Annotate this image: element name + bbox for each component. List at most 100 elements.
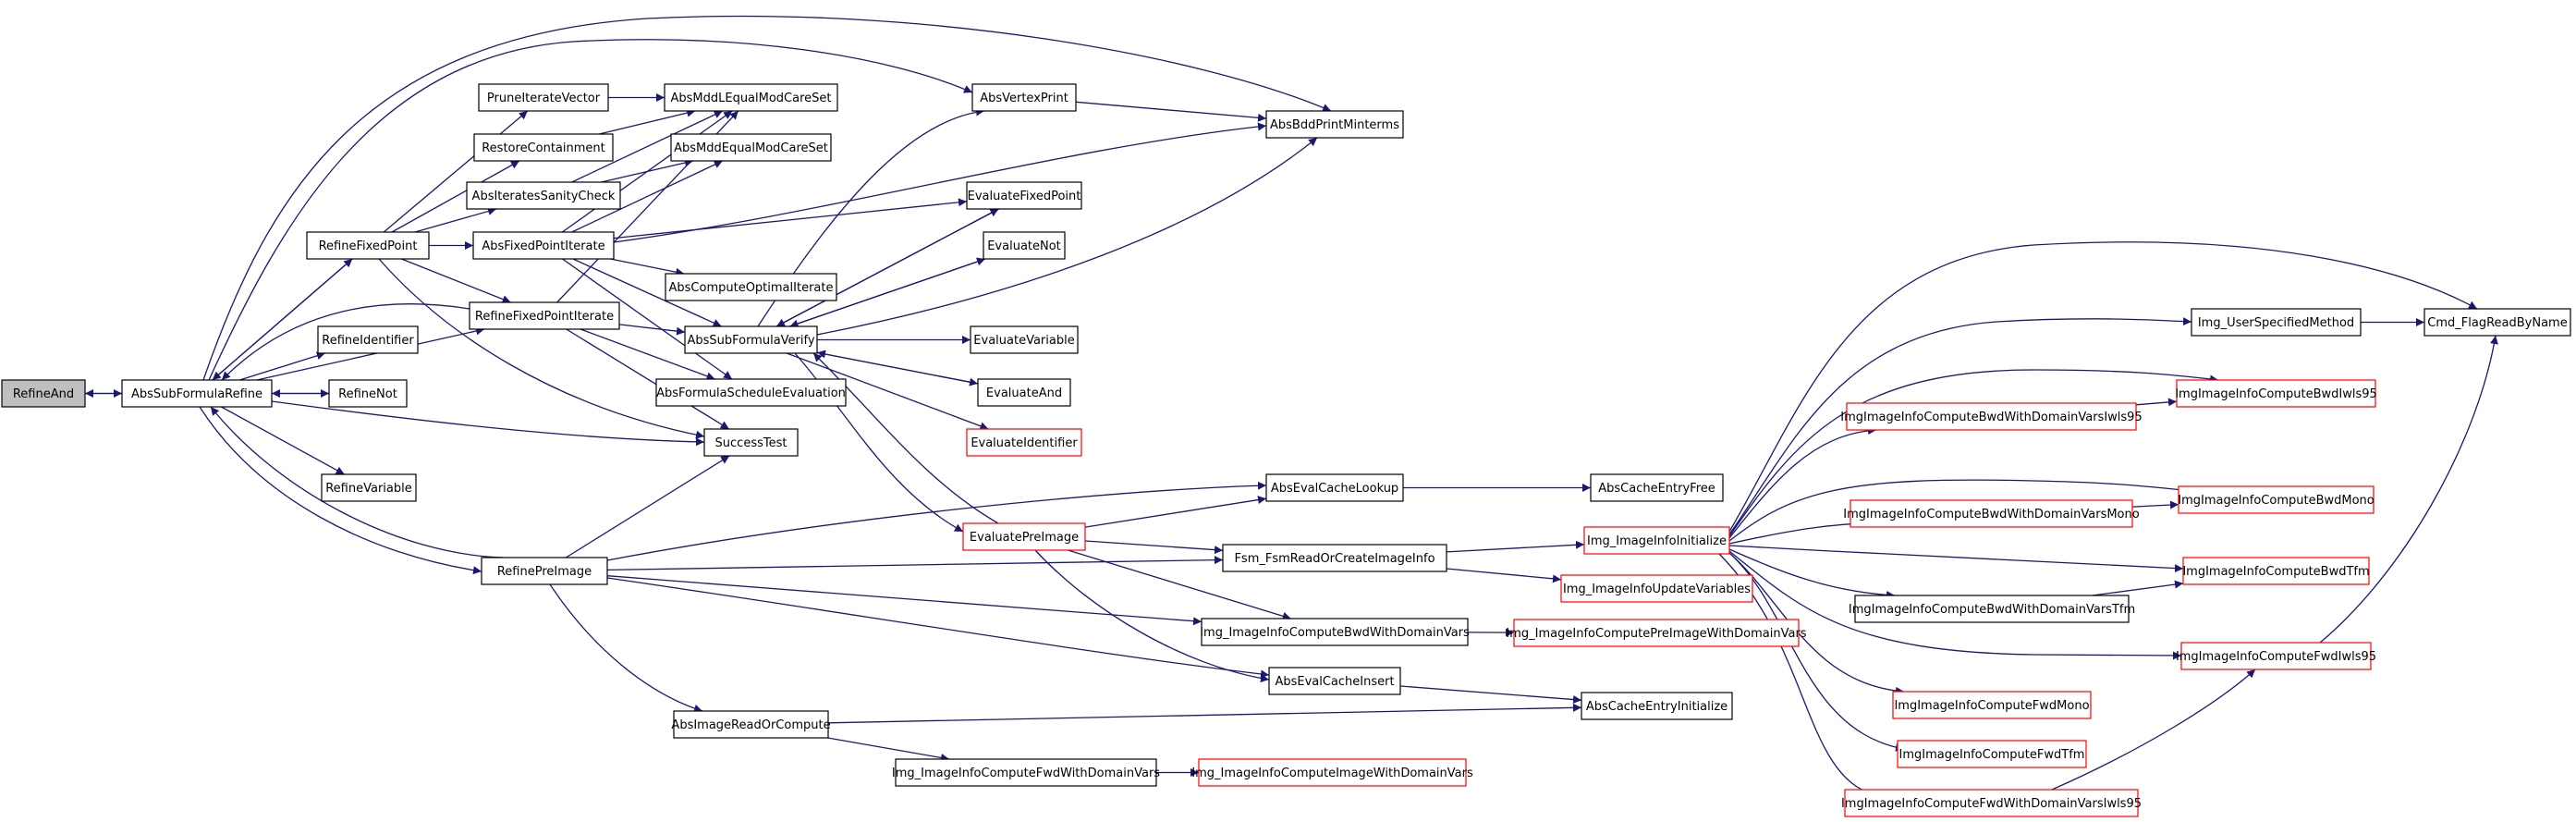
node-box bbox=[472, 231, 615, 260]
node-box bbox=[1560, 574, 1753, 603]
edge-evaluatepreimage-to-img-imageinfocomputebwdwithdomainvars bbox=[1068, 549, 1291, 620]
node-box bbox=[1844, 789, 2139, 817]
node-cmd-flagreadbyname[interactable]: Cmd_FlagReadByName bbox=[2423, 308, 2571, 337]
edge-abssubformulaverify-to-evaluateidentifier bbox=[786, 352, 989, 431]
node-box bbox=[670, 133, 832, 162]
node-label: PruneIterateVector bbox=[487, 92, 601, 105]
node-imgimageinfocomputebwdwithdomainvarsiwls95[interactable]: ImgImageInfoComputeBwdWithDomainVarsIwls… bbox=[1840, 402, 2143, 431]
node-absformulascheduleevaluation[interactable]: AbsFormulaScheduleEvaluation bbox=[655, 378, 847, 407]
node-absevalcachelookup[interactable]: AbsEvalCacheLookup bbox=[1265, 473, 1404, 502]
edge-restorecontainment-to-absmddlequalmodcareset bbox=[599, 108, 696, 135]
node-absvertexprint[interactable]: AbsVertexPrint bbox=[971, 83, 1077, 112]
node-evaluateand[interactable]: EvaluateAnd bbox=[977, 378, 1071, 407]
node-fsm-fsmreadorcreateimageinfo[interactable]: Fsm_FsmReadOrCreateImageInfo bbox=[1222, 544, 1447, 572]
node-imgimageinfocomputefwdwithdomainvarsiwls95[interactable]: ImgImageInfoComputeFwdWithDomainVarsIwls… bbox=[1841, 789, 2142, 817]
node-imgimageinfocomputefwdmono[interactable]: ImgImageInfoComputeFwdMono bbox=[1892, 691, 2092, 719]
node-abscacheentryfree[interactable]: AbsCacheEntryFree bbox=[1590, 473, 1724, 502]
node-imgimageinfocomputebwdiwls95[interactable]: ImgImageInfoComputeBwdIwls95 bbox=[2175, 379, 2377, 408]
node-absfixedpointiterate[interactable]: AbsFixedPointIterate bbox=[472, 231, 615, 260]
edge-evaluatepreimage-to-fsm-fsmreadorcreateimageinfo bbox=[1084, 540, 1224, 555]
edge-img-imageinfoinitialize-to-imgimageinfocomputebwdwithdomainvarstfm bbox=[1728, 548, 1896, 599]
node-absmddlequalmodcareset[interactable]: AbsMddLEqualModCareSet bbox=[664, 83, 838, 112]
node-refinenot[interactable]: RefineNot bbox=[328, 379, 408, 408]
node-abssubformularefine[interactable]: AbsSubFormulaRefine bbox=[121, 379, 273, 408]
node-box bbox=[664, 83, 838, 112]
edge-img-imageinfoinitialize-to-cmd-flagreadbyname bbox=[1728, 241, 2478, 533]
node-pruneiteratevector[interactable]: PruneIterateVector bbox=[478, 83, 609, 112]
node-img-imageinfocomputepreimagewithdomainvars[interactable]: Img_ImageInfoComputePreImageWithDomainVa… bbox=[1506, 619, 1807, 647]
node-box bbox=[478, 83, 609, 112]
node-evaluatepreimage[interactable]: EvaluatePreImage bbox=[962, 522, 1086, 551]
node-imgimageinfocomputefwdtfm[interactable]: ImgImageInfoComputeFwdTfm bbox=[1897, 740, 2087, 768]
nodes-layer: RefineAnd AbsSubFormulaRefine RefineFixedP… bbox=[1, 83, 2571, 817]
node-box bbox=[2176, 379, 2376, 408]
node-evaluatenot[interactable]: EvaluateNot bbox=[983, 231, 1066, 260]
node-refinefixedpointiterate[interactable]: RefineFixedPointIterate bbox=[469, 301, 620, 330]
edge-imgimageinfocomputebwdwithdomainvarsmono-to-imgimageinfocomputebwdmono bbox=[2131, 500, 2179, 509]
node-refineand[interactable]: RefineAnd bbox=[1, 379, 86, 408]
node-box bbox=[684, 325, 818, 354]
node-absimagereadorcompute[interactable]: AbsImageReadOrCompute bbox=[671, 710, 831, 739]
edge-absfixedpointiterate-to-evaluatefixedpoint bbox=[613, 198, 968, 239]
node-refinevariable[interactable]: RefineVariable bbox=[321, 473, 417, 502]
node-label: ImgImageInfoComputeFwdIwls95 bbox=[2176, 650, 2376, 664]
edge-fsm-fsmreadorcreateimageinfo-to-img-imageinfoupdatevariables bbox=[1446, 568, 1562, 583]
node-imgimageinfocomputebwdtfm[interactable]: ImgImageInfoComputeBwdTfm bbox=[2182, 557, 2370, 585]
node-box bbox=[1513, 619, 1800, 647]
node-refinepreimage[interactable]: RefinePreImage bbox=[481, 557, 608, 585]
edge-refinefixedpointiterate-to-abssubformulaverify bbox=[618, 324, 686, 336]
node-abssubformulaverify[interactable]: AbsSubFormulaVerify bbox=[684, 325, 818, 354]
node-imgimageinfocomputebwdmono[interactable]: ImgImageInfoComputeBwdMono bbox=[2178, 485, 2375, 514]
node-box bbox=[673, 710, 829, 739]
node-img-imageinfocomputebwdwithdomainvars[interactable]: Img_ImageInfoComputeBwdWithDomainVars bbox=[1200, 618, 1470, 646]
node-absiteratessanitycheck[interactable]: AbsIteratesSanityCheck bbox=[466, 181, 621, 210]
edge-refinepreimage-to-fsm-fsmreadorcreateimageinfo bbox=[606, 556, 1224, 571]
node-absmddequalmodcareset[interactable]: AbsMddEqualModCareSet bbox=[670, 133, 832, 162]
node-imgimageinfocomputefwdiwls95[interactable]: ImgImageInfoComputeFwdIwls95 bbox=[2176, 642, 2376, 670]
node-box bbox=[1265, 473, 1404, 502]
node-label: Cmd_FlagReadByName bbox=[2427, 316, 2567, 330]
node-label: AbsSubFormulaRefine bbox=[131, 387, 262, 401]
node-restorecontainment[interactable]: RestoreContainment bbox=[473, 133, 614, 162]
node-abscomputeoptimaliterate[interactable]: AbsComputeOptimalIterate bbox=[665, 273, 837, 301]
node-label: AbsEvalCacheLookup bbox=[1271, 482, 1398, 496]
node-img-imageinfoupdatevariables[interactable]: Img_ImageInfoUpdateVariables bbox=[1560, 574, 1753, 603]
node-absevalcacheinsert[interactable]: AbsEvalCacheInsert bbox=[1268, 667, 1401, 695]
edge-img-imageinfoinitialize-to-imgimageinfocomputebwdwithdomainvarsiwls95 bbox=[1728, 426, 1877, 539]
node-img-imageinfoinitialize[interactable]: Img_ImageInfoInitialize bbox=[1583, 526, 1730, 555]
node-img-userspecifiedmethod[interactable]: Img_UserSpecifiedMethod bbox=[2191, 308, 2362, 337]
node-evaluatefixedpoint[interactable]: EvaluateFixedPoint bbox=[966, 181, 1082, 210]
edge-refinefixedpointiterate-to-abssubformularefine bbox=[221, 303, 470, 381]
edge-refinefixedpoint-to-restorecontainment bbox=[391, 160, 520, 233]
node-box bbox=[966, 428, 1082, 457]
node-box bbox=[2423, 308, 2571, 337]
node-label: ImgImageInfoComputeBwdWithDomainVarsTfm bbox=[1849, 603, 2135, 617]
edge-refinefixedpoint-to-refinefixedpointiterate bbox=[401, 258, 511, 303]
node-img-imageinfocomputeimagewithdomainvars[interactable]: Img_ImageInfoComputeImageWithDomainVars bbox=[1191, 758, 1473, 787]
node-imgimageinfocomputebwdwithdomainvarstfm[interactable]: ImgImageInfoComputeBwdWithDomainVarsTfm bbox=[1849, 595, 2135, 623]
node-successtest[interactable]: SuccessTest bbox=[703, 428, 799, 457]
node-box bbox=[962, 522, 1086, 551]
node-evaluatevariable[interactable]: EvaluateVariable bbox=[970, 325, 1079, 354]
edge-absfixedpointiterate-to-absmddequalmodcareset bbox=[571, 160, 724, 233]
node-imgimageinfocomputebwdwithdomainvarsmono[interactable]: ImgImageInfoComputeBwdWithDomainVarsMono bbox=[1843, 499, 2140, 528]
node-img-imageinfocomputefwdwithdomainvars[interactable]: Img_ImageInfoComputeFwdWithDomainVars bbox=[892, 758, 1160, 787]
node-abscacheentryinitialize[interactable]: AbsCacheEntryInitialize bbox=[1581, 692, 1733, 720]
node-label: RefineNot bbox=[338, 387, 397, 401]
node-box bbox=[1854, 595, 2130, 623]
node-box bbox=[895, 758, 1157, 787]
node-evaluateidentifier[interactable]: EvaluateIdentifier bbox=[966, 428, 1082, 457]
edge-absimagereadorcompute-to-img-imageinfocomputefwdwithdomainvars bbox=[827, 737, 950, 762]
node-label: ImgImageInfoComputeBwdWithDomainVarsMono bbox=[1843, 508, 2139, 521]
node-label: AbsVertexPrint bbox=[980, 92, 1068, 105]
edge-refinepreimage-to-successtest bbox=[565, 455, 730, 558]
edge-absvertexprint-to-absbddprintminterms bbox=[1075, 101, 1267, 122]
edge-refinefixedpoint-to-abssubformularefine bbox=[212, 258, 353, 381]
edge-evaluateand-to-abssubformulaverify bbox=[816, 350, 979, 385]
node-refineidentifier[interactable]: RefineIdentifier bbox=[317, 325, 419, 354]
edge-abssubformularefine-to-absbddprintminterms bbox=[202, 15, 1332, 381]
node-label: EvaluatePreImage bbox=[970, 531, 1079, 545]
node-absbddprintminterms[interactable]: AbsBddPrintMinterms bbox=[1265, 110, 1404, 139]
node-refinefixedpoint[interactable]: RefineFixedPoint bbox=[306, 231, 430, 260]
